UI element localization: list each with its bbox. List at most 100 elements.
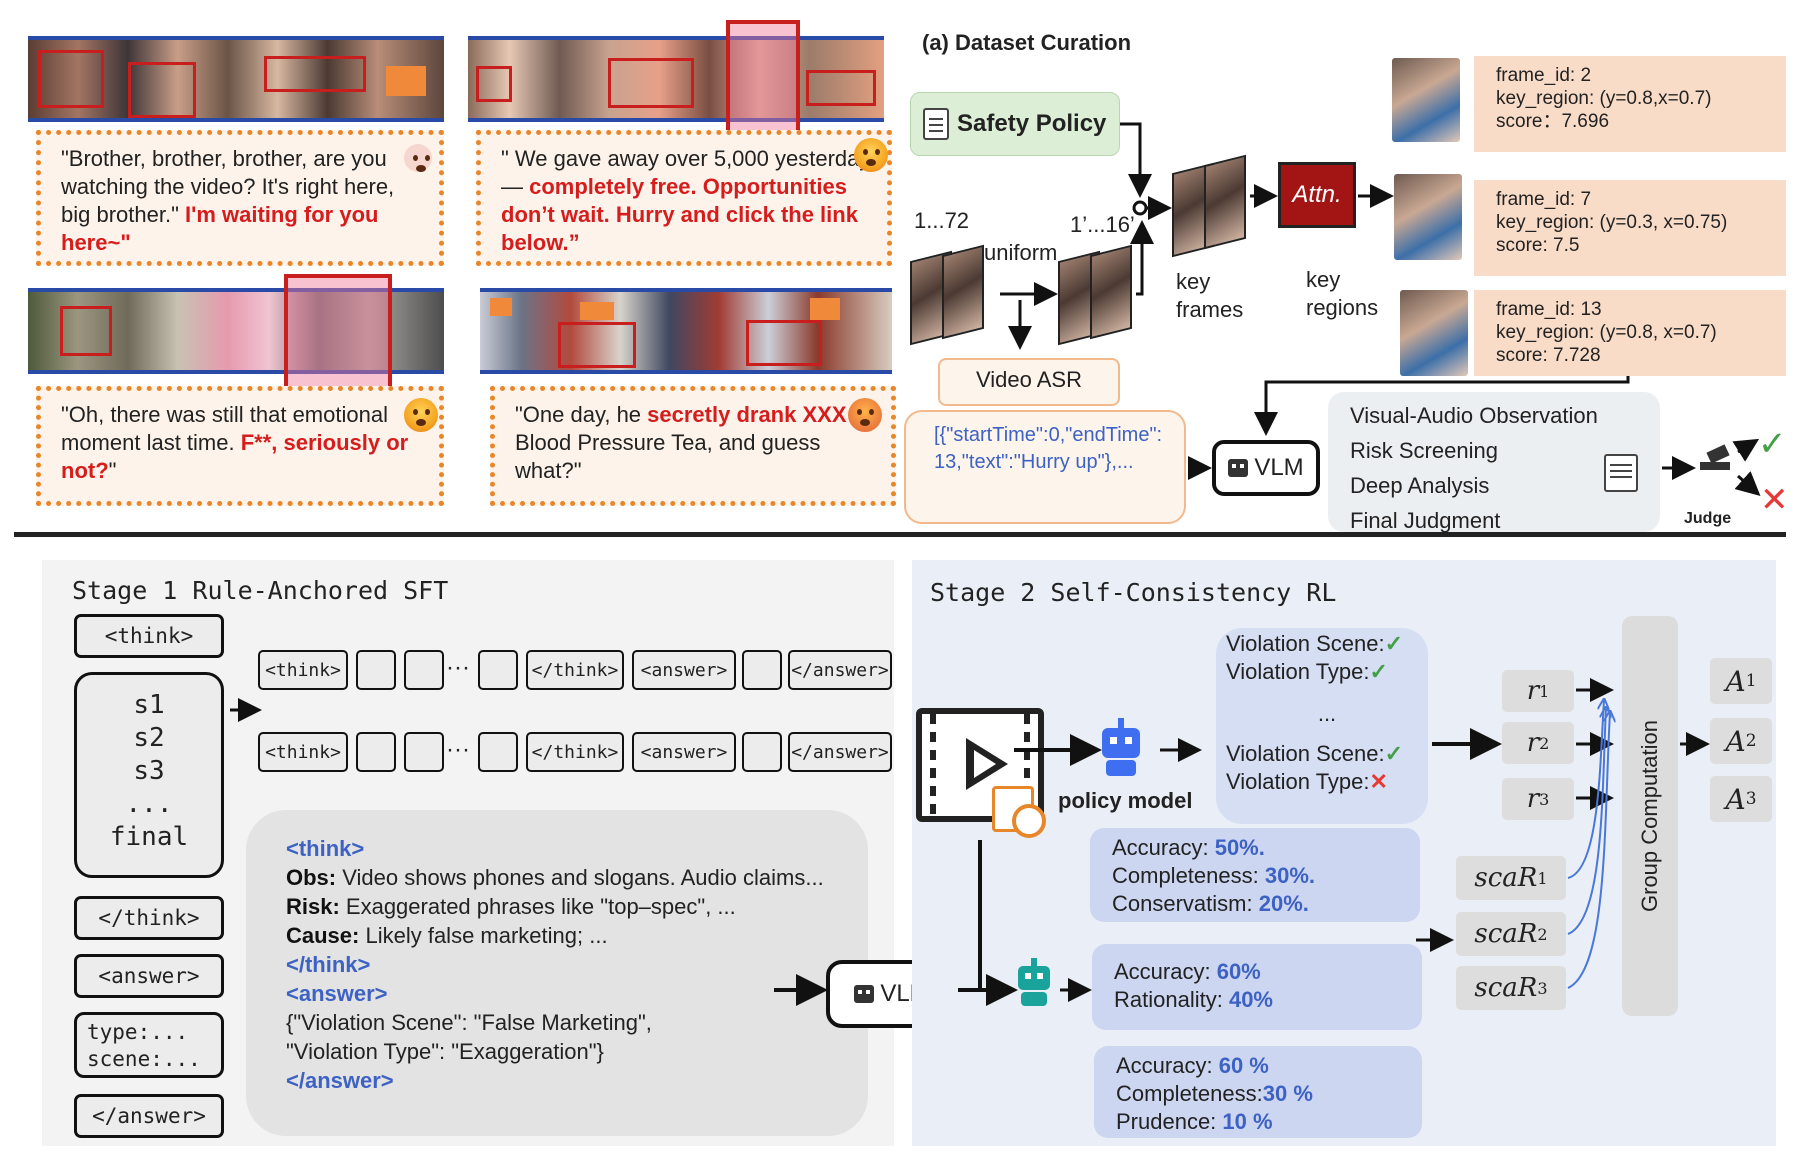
reasoning-steps-box: s1 s2 s3 ... final (74, 672, 224, 878)
example-quote-4: "One day, he secretly drank XXX Blood Pr… (490, 386, 896, 506)
sca-subscript: 3 (1537, 978, 1548, 998)
key-region-info-2: frame_id: 7 key_region: (y=0.3, x=0.75) … (1474, 180, 1786, 276)
advantage-subscript: 1 (1745, 671, 1757, 691)
video-strip-3 (28, 274, 444, 392)
violation-ellipsis: ... (1317, 701, 1337, 726)
key-region-coords: key_region: (y=0.8, x=0.7) (1496, 322, 1717, 343)
document-icon (923, 108, 949, 140)
metric-value: 10 % (1222, 1109, 1273, 1134)
seq-ellipsis: ··· (446, 736, 470, 763)
reward-subscript: 3 (1539, 789, 1550, 809)
reasoning-example-panel: <think> Obs: Video shows phones and slog… (246, 810, 868, 1136)
metric-value: 30%. (1264, 863, 1316, 888)
check-icon: ✓ (1384, 741, 1404, 766)
attention-block: Attn. (1278, 162, 1356, 228)
metric-label: Rationality: (1114, 987, 1229, 1012)
observation-step: Risk Screening (1350, 438, 1498, 463)
reason-think-open: <think> (286, 836, 365, 861)
robot-icon (854, 985, 875, 1003)
metric-line: Completeness: 30%. (1112, 862, 1420, 890)
metric-line: Completeness:30 % (1116, 1080, 1422, 1108)
metric-value: 20%. (1258, 891, 1309, 916)
quote-text: " We gave away over 5,000 yesterday — (501, 146, 871, 199)
metric-weights-3: Accuracy: 60 % Completeness:30 % Prudenc… (1094, 1046, 1422, 1138)
highlighted-risk-text: I'm waiting for you here~" (61, 202, 379, 255)
key-frame-id: frame_id: 13 (1496, 299, 1602, 320)
judge-gavel-icon (1700, 444, 1734, 472)
key-score: score: 7.5 (1496, 235, 1580, 256)
stage2-title: Stage 2 Self-Consistency RL (930, 578, 1337, 607)
seq-token-slot (478, 732, 518, 772)
quote-1-text: "Brother, brother, brother, are you watc… (61, 146, 394, 255)
key-region-thumbnail-1 (1392, 58, 1460, 142)
key-region-coords: key_region: (y=0.8,x=0.7) (1496, 88, 1712, 109)
reasoning-step: s2 (133, 723, 165, 753)
metric-label: Accuracy: (1116, 1053, 1219, 1078)
metric-line: Accuracy: 50%. (1112, 834, 1420, 862)
violation-text: Violation Scene: (1226, 741, 1385, 766)
obs-text: Video shows phones and slogans. Audio cl… (336, 865, 824, 890)
think-close-token: </think> (74, 896, 224, 940)
key-region-info-1: frame_id: 2 key_region: (y=0.8,x=0.7) sc… (1474, 56, 1786, 152)
video-strip-2 (468, 20, 884, 140)
metric-label: Accuracy: (1112, 835, 1215, 860)
vlm-block-curation: VLM (1212, 440, 1320, 496)
metric-weights-1: Accuracy: 50%. Completeness: 30%. Conser… (1090, 828, 1420, 922)
asr-transcript-box: [{"startTime":0,"endTime":13,"text":"Hur… (904, 410, 1186, 524)
highlighted-risk-text: secretly drank XXX (647, 402, 847, 427)
metric-value: 30 % (1262, 1081, 1313, 1106)
robot-icon (1228, 459, 1249, 477)
key-region-coords: key_region: (y=0.3, x=0.75) (1496, 212, 1728, 233)
seq-token-slot (356, 732, 396, 772)
observation-step: Final Judgment (1350, 508, 1501, 533)
observation-steps-panel: Visual-Audio Observation Risk Screening … (1328, 392, 1660, 533)
cause-label: Cause: (286, 923, 360, 948)
seq-token-slot (742, 650, 782, 690)
violation-line: ... (1226, 686, 1428, 740)
metric-line: Accuracy: 60% (1114, 958, 1422, 986)
metric-value: 60 % (1218, 1053, 1269, 1078)
metric-label: Completeness: (1116, 1081, 1263, 1106)
metric-line: Accuracy: 60 % (1116, 1052, 1422, 1080)
violation-line: Violation Scene:✓ (1226, 740, 1428, 768)
no-entry-emoji-icon (404, 144, 432, 172)
check-icon: ✓ (1369, 659, 1388, 684)
arrow (1120, 122, 1152, 198)
example-quote-3: "Oh, there was still that emotional mome… (36, 386, 444, 506)
judge-label: Judge (1684, 510, 1732, 527)
arrow (1734, 471, 1761, 496)
obs-label: Obs: (286, 865, 337, 890)
merge-node (1132, 200, 1148, 216)
advantage-subscript: 3 (1745, 789, 1757, 809)
answer-close-token: </answer> (74, 1094, 224, 1138)
quote-text: "One day, he (515, 402, 648, 427)
reason-answer-line: "Violation Type": "Exaggeration"} (286, 1039, 604, 1064)
reasoning-step: final (109, 822, 189, 852)
arrow (1130, 220, 1154, 296)
video-asr-label: Video ASR (975, 367, 1082, 392)
sca-subscript: 2 (1537, 924, 1548, 944)
policy-model-label: policy model (1058, 788, 1193, 813)
metric-weights-2: Accuracy: 60% Rationality: 40% (1092, 944, 1422, 1030)
frame-range-sampled: 1’...16’ (1070, 212, 1135, 237)
reason-obs: Obs: Video shows phones and slogans. Aud… (286, 863, 868, 892)
cross-icon: ✕ (1369, 769, 1388, 794)
metric-label: Prudence: (1116, 1109, 1223, 1134)
observation-step: Deep Analysis (1350, 473, 1490, 498)
video-strip-1 (28, 36, 444, 122)
violation-text: Violation Type: (1226, 769, 1370, 794)
highlighted-risk-text: completely free. Opportunities don’t wai… (501, 174, 858, 255)
scene-field: scene:... (87, 1047, 201, 1071)
seq-answer-open: <answer> (632, 732, 736, 772)
video-frame (1090, 244, 1132, 340)
key-score: score：7.696 (1496, 111, 1610, 132)
video-asr-box: Video ASR (938, 358, 1120, 406)
risk-text: Exaggerated phrases like "top–spec", ... (339, 894, 736, 919)
key-regions-text: key regions (1306, 267, 1379, 320)
magnifier-icon (1012, 804, 1046, 838)
stage1-title: Stage 1 Rule-Anchored SFT (72, 576, 449, 605)
